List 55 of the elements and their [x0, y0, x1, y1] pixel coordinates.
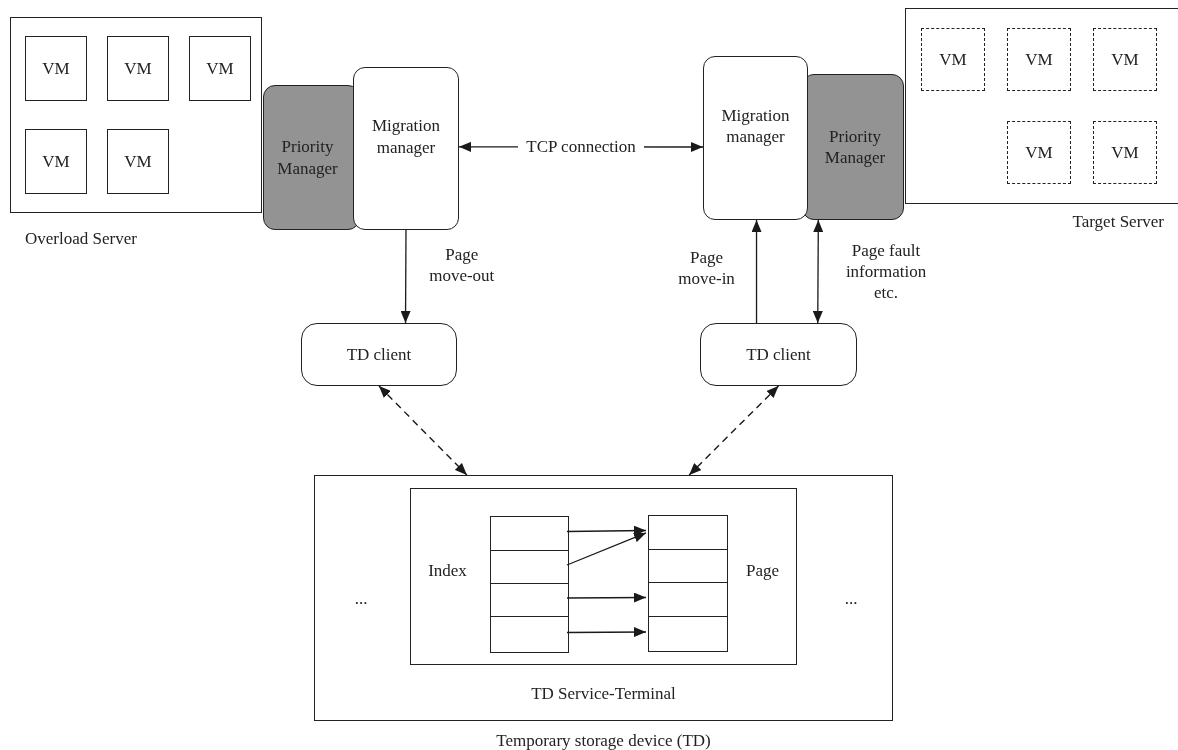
- table-cell: [648, 515, 728, 550]
- node-label: TD client: [346, 343, 412, 366]
- node-label: VM: [42, 57, 70, 80]
- node-label: VM: [1025, 141, 1053, 164]
- node-label: Overload Server: [25, 228, 137, 250]
- table-cell: [648, 616, 728, 652]
- table-cell: [490, 583, 569, 617]
- node-label: Migration manager: [720, 104, 791, 148]
- table-cell: [490, 550, 569, 584]
- vm-box: [1007, 28, 1071, 91]
- manager-box: [353, 67, 459, 230]
- vm-box: [25, 36, 87, 101]
- node-label: VM: [206, 57, 234, 80]
- vm-box: [107, 36, 169, 101]
- table-cell: [648, 582, 728, 617]
- node-label: VM: [1111, 48, 1139, 71]
- text-label: ...: [353, 588, 369, 610]
- arrow: [812, 219, 824, 324]
- node-label: Target Server: [1072, 211, 1164, 233]
- node-label: TD client: [746, 343, 811, 366]
- node-label: VM: [124, 57, 152, 80]
- node-label: VM: [42, 150, 70, 173]
- text-label: Page: [744, 560, 780, 582]
- arrow: [566, 532, 647, 566]
- node-label: VM: [939, 48, 967, 71]
- arrow: [688, 385, 780, 476]
- arrow: [566, 525, 647, 536]
- vm-box: [25, 129, 87, 194]
- node-label: TD Service-Terminal: [530, 682, 677, 705]
- arrow: [400, 229, 411, 324]
- node-label: Migration manager: [371, 115, 441, 158]
- node-label: Temporary storage device (TD): [495, 730, 712, 750]
- node-label: VM: [1025, 48, 1053, 71]
- node-label: VM: [124, 150, 152, 173]
- node-label: Priority Manager: [276, 136, 339, 179]
- vm-box: [1093, 121, 1157, 184]
- vm-box: [107, 129, 169, 194]
- table-cell: [490, 616, 569, 653]
- vm-box: [189, 36, 251, 101]
- table-cell: [490, 516, 569, 551]
- arrow: [751, 219, 762, 324]
- node-label: Priority Manager: [823, 125, 887, 169]
- text-label: ...: [843, 588, 859, 610]
- table-cell: [648, 549, 728, 583]
- vm-box: [1093, 28, 1157, 91]
- arrow: [566, 592, 647, 603]
- client-box: [700, 323, 857, 386]
- arrow: [378, 385, 468, 476]
- vm-box: [1007, 121, 1071, 184]
- text-label: Index: [427, 560, 468, 582]
- vm-box: [921, 28, 985, 91]
- arrow: [566, 627, 647, 638]
- client-box: [301, 323, 457, 386]
- node-label: VM: [1111, 141, 1139, 164]
- manager-box: [703, 56, 808, 220]
